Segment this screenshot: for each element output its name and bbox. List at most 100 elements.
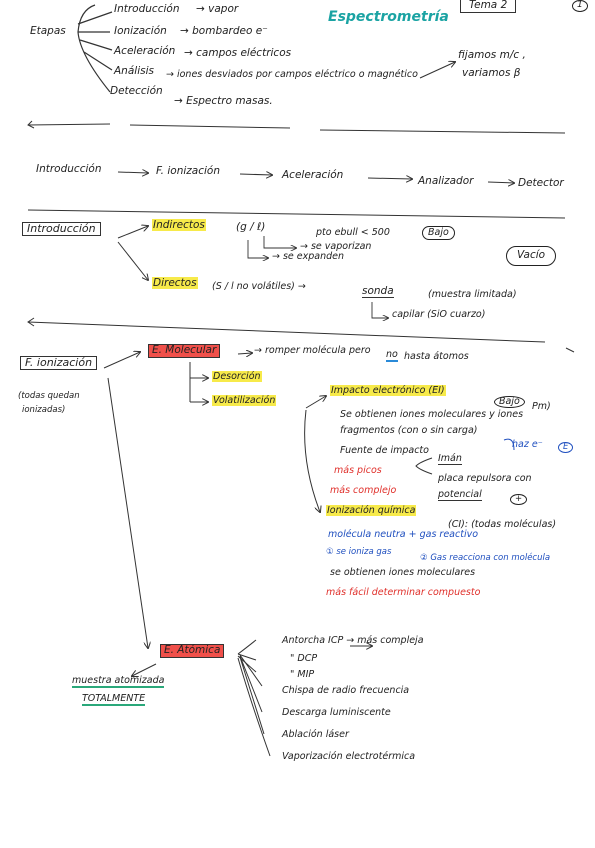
romper-text: → romper molécula pero [254,345,371,356]
vol-to-impacto [305,396,326,409]
atomica-to-muestra [132,663,157,676]
volatilizacion-label: Volatilización [212,395,277,406]
ionizacion-quimica-label: Ionización química [326,505,417,516]
etapa-aceleracion: Aceleración [114,45,176,57]
bajo-circle: Bajo [422,226,455,241]
separator-3-end [565,347,575,353]
etapa-introduccion-result: → vapor [196,3,239,15]
haz-arrow [503,438,515,451]
potencial-label: potencial [438,489,482,501]
impacto-bajo: Bajo [494,396,525,409]
ci-label: (CI): (todas moléculas) [448,519,557,530]
pto-ebull: pto ebull < 500 [316,227,390,238]
atomica-brace [237,639,271,757]
flow-analizador: Analizador [418,175,474,187]
mas-complejo: más complejo [330,485,397,496]
separator-3-tick [27,317,35,327]
etapas-brace-mid3 [83,51,113,71]
indirectos-state: (g / ℓ) [236,221,266,233]
fragmentos: fragmentos (con o sin carga) [340,425,478,436]
etapas-brace-mid2 [79,39,113,51]
capilar-hook [371,302,388,318]
capilar-label: capilar (SiO cuarzo) [392,309,486,320]
fijamos-arrow [419,62,455,79]
molecular-arrow [237,353,252,354]
se-vaporizan: → se vaporizan [300,241,372,252]
fion-to-atomica [107,377,148,648]
flow-arrow-1 [117,172,148,173]
molecula-neutra: molécula neutra + gas reactivo [328,529,479,540]
flow-arrow-2 [239,174,272,175]
e-molecular-box: E. Molecular [148,344,221,358]
placa-label: placa repulsora con [438,473,532,484]
step-2: ② Gas reacciona con molécula [420,553,551,563]
dcp-label: " DCP [290,653,318,664]
fuente-brace [415,457,433,475]
directos-label: Directos [152,277,198,289]
etapas-brace-top [77,11,113,25]
flow-arrow-4 [487,182,514,183]
muestra-atomizada: muestra atomizada [72,675,165,688]
flow-detector: Detector [518,177,564,189]
flow-introduccion: Introducción [36,163,102,175]
flow-aceleracion: Aceleración [282,169,344,181]
no-word: no [386,349,398,362]
hasta-atomos: hasta átomos [404,351,469,362]
flow-arrow-3 [367,178,412,179]
separator-2 [27,209,566,219]
etapa-analisis-result: → iones desviados por campos eléctrico o… [166,69,418,80]
se-obtienen-2: se obtienen iones moleculares [330,567,476,578]
tema-label: Tema 2 [460,0,517,13]
e-circle-label: E [558,442,574,454]
vol-to-quimica [304,409,320,512]
step-1: ① se ioniza gas [326,547,392,557]
etapas-label: Etapas [30,25,66,37]
antorcha-icp: Antorcha ICP → más compleja [282,635,424,646]
ablacion-label: Ablación láser [282,729,349,740]
directos-state: (S / l no volátiles) → [212,281,306,292]
impacto-label: Impacto electrónico (EI) [330,385,446,396]
se-obtienen-1: Se obtienen iones moleculares y iones [340,409,524,420]
separator-1-tick [27,120,35,129]
separator-3 [27,321,546,343]
fuente-impacto: Fuente de impacto [340,445,429,456]
etapa-ionizacion-result: → bombardeo e⁻ [180,25,268,37]
muestra-limitada: (muestra limitada) [428,289,517,300]
fion-note-1: (todas quedan [18,391,80,401]
plus-circle: + [510,494,528,506]
muestra-line-1: muestra atomizada [72,675,165,688]
vaporizan-hook [263,236,296,248]
etapa-introduccion: Introducción [114,3,180,15]
impacto-pm: Pm) [532,401,551,412]
fijamos-note: fijamos m/c , [458,49,526,61]
page-number: 1 [572,0,588,12]
chispa-label: Chispa de radio frecuencia [282,685,410,696]
indirectos-label: Indirectos [152,219,206,231]
e-atomica-box: E. Atómica [160,644,225,658]
page-title: Espectrometría [328,9,449,25]
etapa-ionizacion: Ionización [114,25,167,37]
fion-to-molecular [103,352,140,369]
se-expanden: → se expanden [272,251,345,262]
fionizacion-box: F. ionización [20,356,98,371]
flow-f-ionizacion: F. ionización [156,165,220,177]
muestra-line-2: TOTALMENTE [82,693,146,706]
etapa-deteccion-result: → Espectro masas. [174,95,273,107]
variamos-note: variamos β [462,67,521,79]
intro-branch-up [117,226,148,239]
iman-label: Imán [438,453,462,465]
expanden-hook [247,240,268,258]
etapa-analisis: Análisis [114,65,154,77]
etapa-aceleracion-result: → campos eléctricos [184,47,292,59]
atomica-brace-lines [239,654,265,735]
molecular-tree [189,362,206,403]
vacio-oval: Vacío [506,246,557,266]
descarga-label: Descarga luminiscente [282,707,391,718]
desorcion-label: Desorción [212,371,262,382]
introduccion-box: Introducción [22,222,101,237]
separator-1 [27,123,566,134]
mas-picos: más picos [334,465,382,476]
mip-label: " MIP [290,669,315,680]
etapa-deteccion: Detección [110,85,163,97]
